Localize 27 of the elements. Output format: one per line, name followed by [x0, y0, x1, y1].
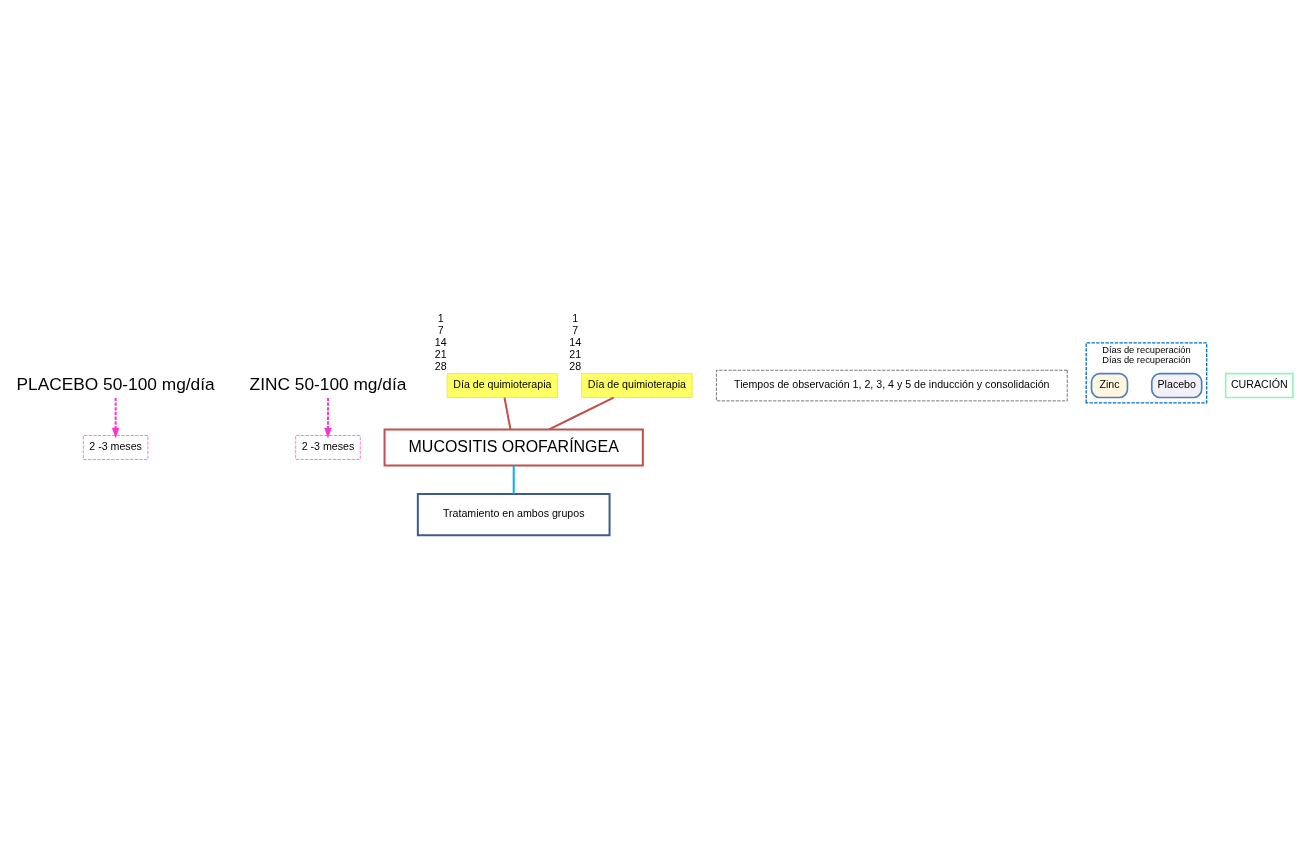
connector [548, 396, 615, 431]
node-box: 2 -3 meses [295, 435, 361, 460]
connector [503, 396, 512, 431]
node-label: 7 [572, 324, 579, 337]
node-label: 7 [437, 324, 444, 337]
node-label: 21 [434, 348, 447, 361]
node-text: PLACEBO 50-100 mg/día [16, 373, 215, 394]
node-label: 28 [569, 360, 582, 373]
node-box: Placebo [1150, 372, 1203, 399]
node-label: 28 [434, 360, 447, 373]
arrow [324, 396, 332, 439]
node-label: 21 [569, 348, 582, 361]
node-box: 2 -3 meses [83, 435, 149, 460]
node-label: 1 [572, 312, 579, 325]
node-box: MUCOSITIS OROFARÍNGEA [383, 428, 644, 467]
node-label: 1 [437, 312, 444, 325]
connector [512, 464, 515, 496]
node-box: Día de quimioterapia [581, 373, 693, 398]
node-box: Día de quimioterapia [446, 373, 558, 398]
node-text: ZINC 50-100 mg/día [249, 373, 407, 394]
node-box: Tiempos de observación 1, 2, 3, 4 y 5 de inducción y consolidación [716, 369, 1068, 402]
node-label: 14 [569, 336, 582, 349]
node-box: Tratamiento en ambos grupos [416, 493, 611, 537]
node-box: CURACIÓN [1224, 372, 1294, 399]
arrow [111, 396, 120, 439]
node-label: 14 [434, 336, 447, 349]
node-box: Zinc [1090, 372, 1129, 399]
